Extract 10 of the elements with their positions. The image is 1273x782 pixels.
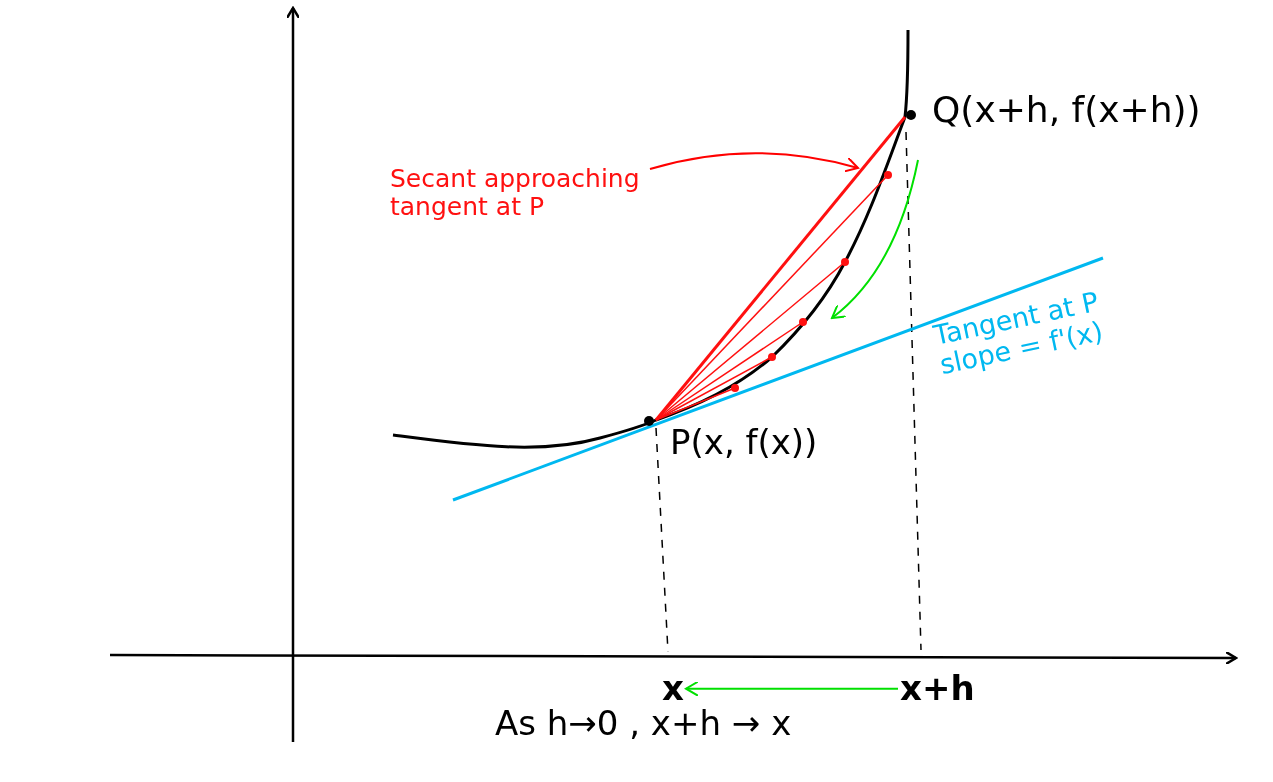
axis-label: x xyxy=(662,670,684,708)
annotation-text: Tangent at P slope = f'(x) xyxy=(931,284,1107,380)
arrow xyxy=(684,680,899,697)
annotation-text: Secant approaching tangent at P xyxy=(390,165,660,220)
point-label: Q(x+h, f(x+h)) xyxy=(932,90,1201,130)
axis-label: x+h xyxy=(900,670,975,708)
leader-arrow xyxy=(649,152,859,173)
point-label: P(x, f(x)) xyxy=(670,424,818,462)
caption-text: As h→0 , x+h → x xyxy=(495,705,793,743)
secant-line xyxy=(654,116,907,421)
